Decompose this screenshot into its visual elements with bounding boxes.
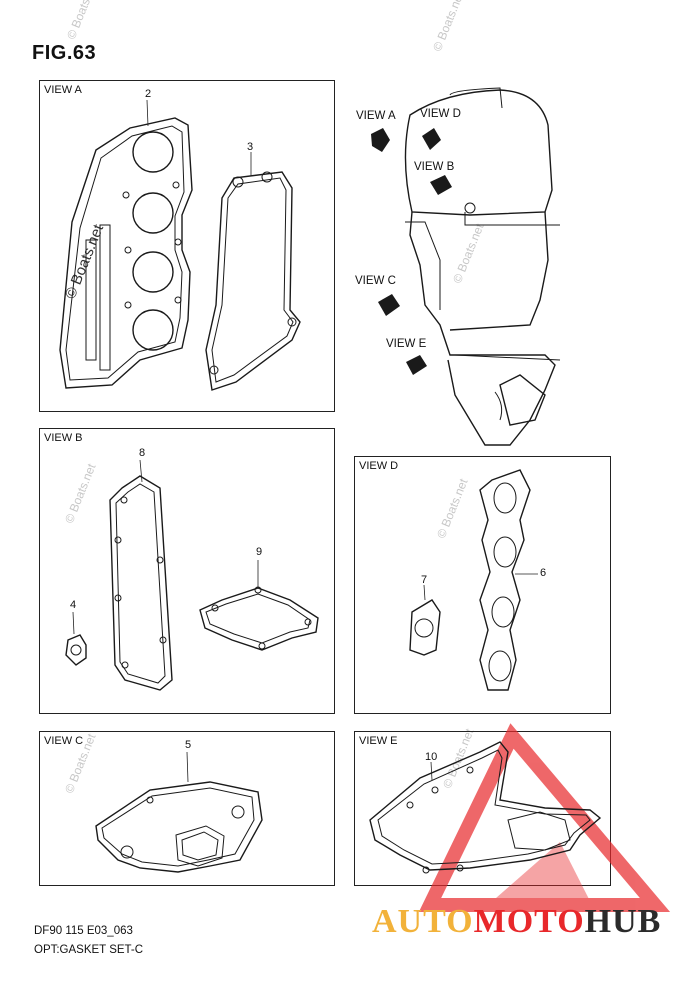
callout-8: 8 [139, 447, 146, 459]
arrow-view-a-icon [371, 128, 390, 152]
callout-4: 4 [70, 599, 77, 611]
view-d-panel: VIEW D 7 6 [354, 456, 611, 714]
engine-arrow-label-view-e: VIEW E [386, 338, 427, 350]
view-a-label: VIEW A [44, 84, 82, 96]
part-7-gasket [409, 599, 441, 656]
diagram-name: OPT:GASKET SET-C [34, 944, 144, 956]
arrow-view-d-icon [422, 128, 441, 150]
leader-2 [146, 99, 149, 127]
callout-7: 7 [421, 574, 428, 586]
view-b-label: VIEW B [44, 432, 83, 444]
part-2-head-gasket [59, 117, 193, 389]
view-d-label: VIEW D [359, 460, 399, 472]
outboard-engine-drawing [404, 87, 561, 446]
brand-watermark: AUTOMOTOHUB [372, 903, 661, 941]
figure-title: FIG.63 [32, 42, 97, 64]
view-b-panel: VIEW B 8 9 4 [39, 428, 335, 714]
engine-arrow-label-view-c: VIEW C [355, 275, 396, 287]
arrow-view-c-icon [378, 294, 400, 316]
part-6-manifold-gasket [479, 469, 531, 691]
watermark-triangle [418, 723, 671, 912]
engine-arrow-label-view-b: VIEW B [414, 161, 455, 173]
view-a-panel: VIEW A 2 3 [39, 80, 335, 412]
part-9-gasket [199, 586, 319, 651]
callout-2: 2 [145, 88, 152, 100]
leader-10 [430, 761, 433, 781]
brand-part-moto: MOTO [473, 903, 585, 940]
callout-10: 10 [425, 751, 438, 763]
part-4-gasket [65, 634, 87, 666]
part-8-gasket [109, 475, 173, 691]
engine-arrow-label-view-d: VIEW D [420, 108, 461, 120]
callout-3: 3 [247, 141, 254, 153]
engine-arrow-label-view-a: VIEW A [356, 110, 396, 122]
view-c-label: VIEW C [44, 735, 84, 747]
leader-5 [186, 751, 189, 783]
callout-6: 6 [540, 567, 547, 579]
leader-4 [72, 611, 75, 635]
callout-5: 5 [185, 739, 192, 751]
part-3-gasket [205, 171, 301, 391]
arrow-view-b-icon [430, 175, 452, 195]
view-e-label: VIEW E [359, 735, 398, 747]
callout-9: 9 [256, 546, 263, 558]
view-arrow-icons [371, 128, 452, 375]
arrow-view-e-icon [406, 355, 427, 375]
part-10-gasket [369, 741, 602, 874]
brand-part-hub: HUB [584, 903, 662, 940]
view-c-panel: VIEW C 5 [39, 731, 335, 886]
brand-part-auto: AUTO [372, 903, 474, 940]
view-e-panel: VIEW E 10 [354, 731, 611, 886]
diagram-code: DF90 115 E03_063 [34, 925, 133, 937]
leader-7 [423, 584, 426, 601]
leader-8 [139, 459, 143, 483]
part-5-gasket [95, 781, 263, 873]
